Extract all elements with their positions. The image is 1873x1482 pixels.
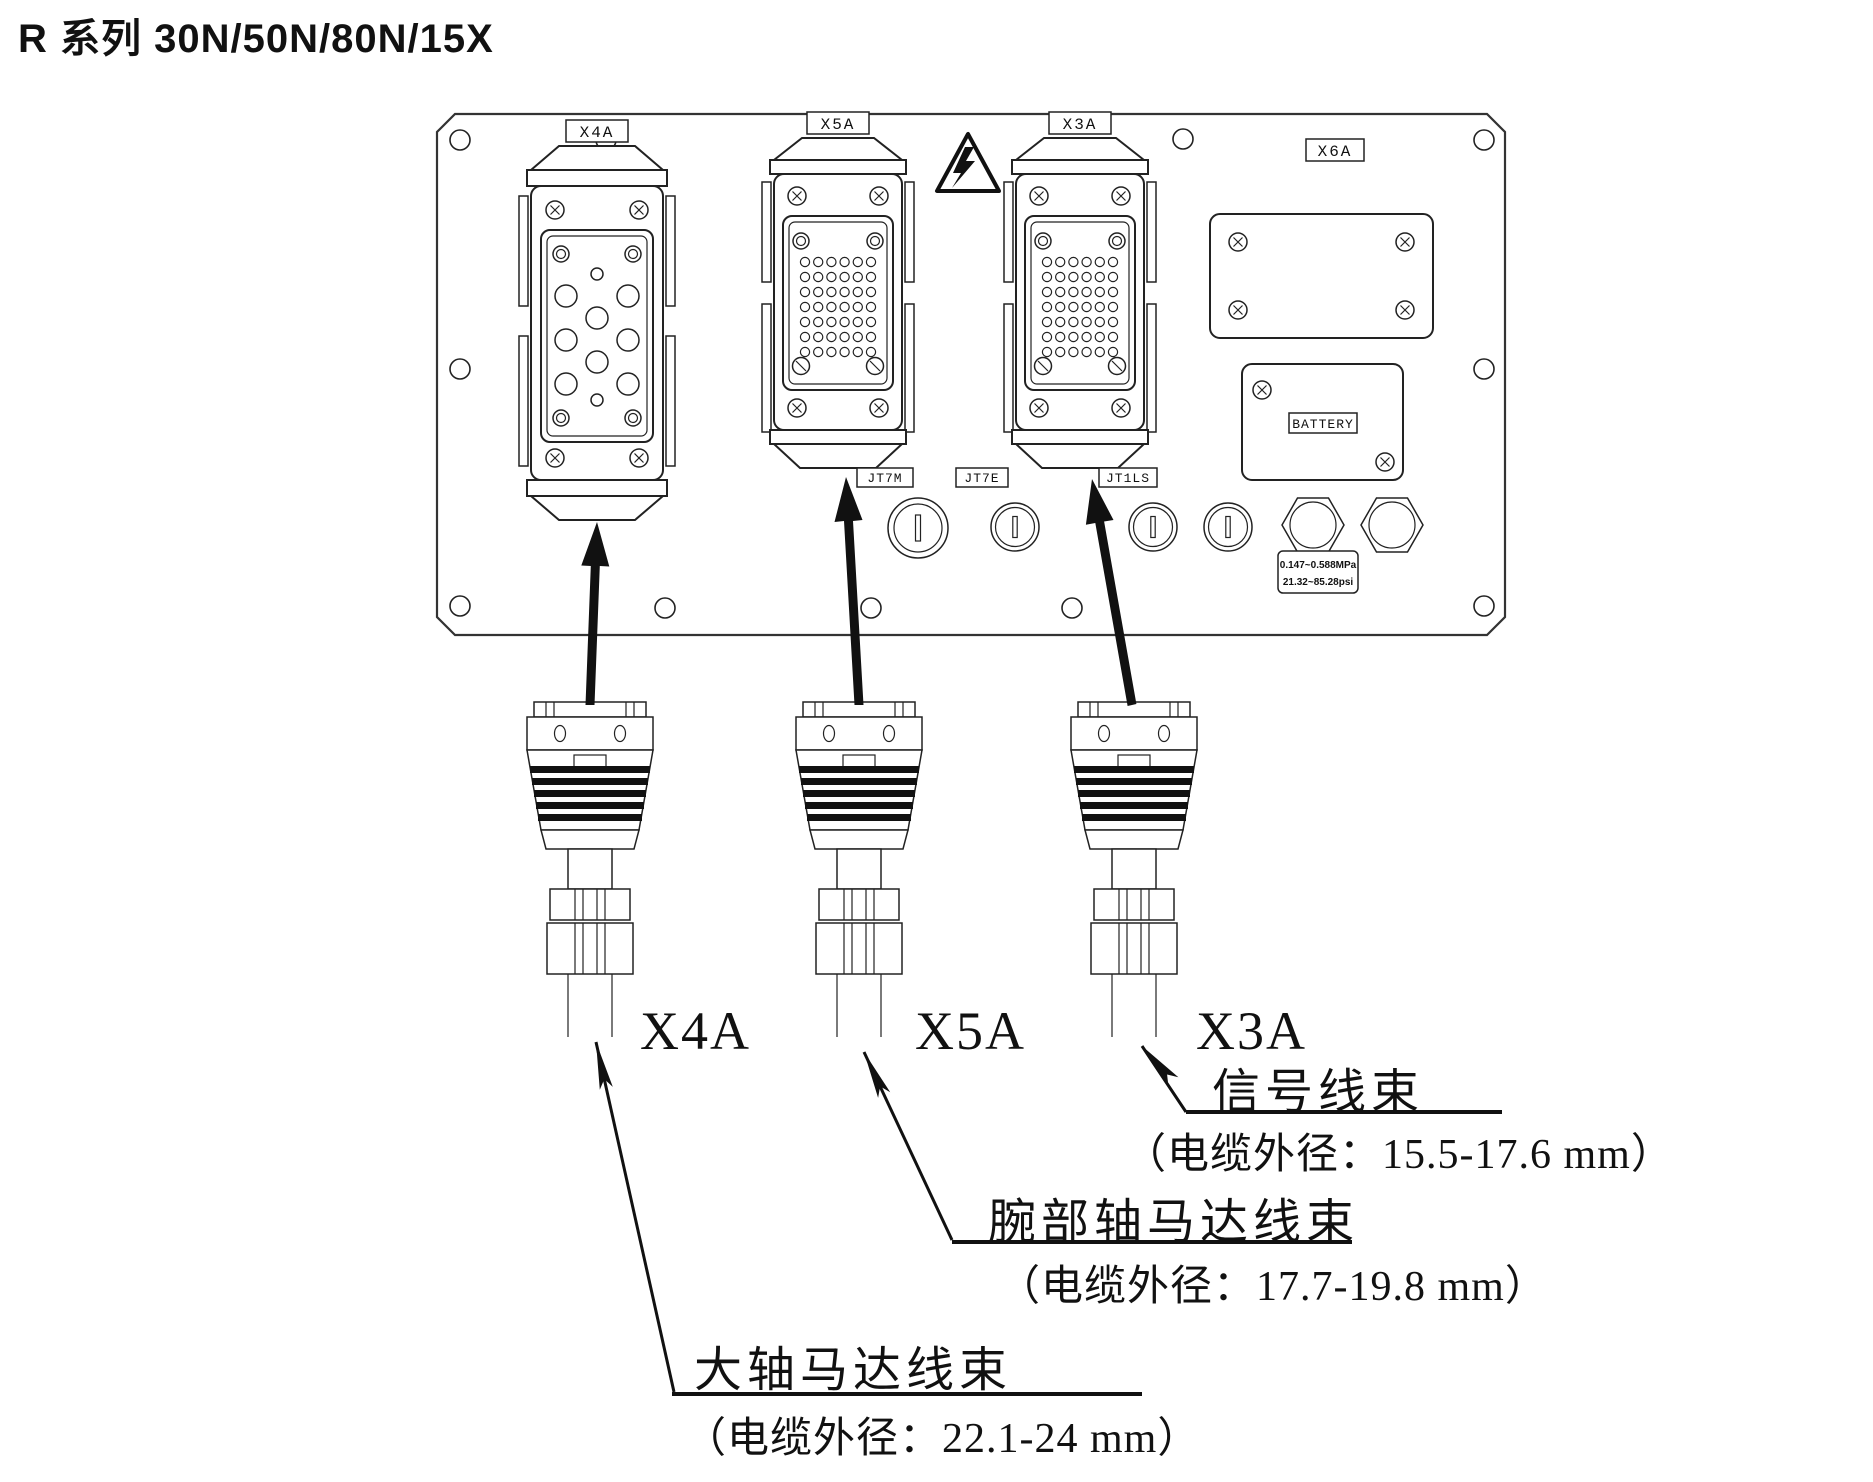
round-jack-spare (1203, 502, 1253, 552)
svg-text:JT7M: JT7M (867, 471, 902, 486)
label-jt7m: JT7M (856, 467, 914, 488)
arrow-x3a-to-panel (1085, 479, 1137, 706)
callout-signal-harness-spec: （电缆外径：15.5-17.6 mm） (1124, 1132, 1674, 1178)
svg-text:0.147~0.588MPa: 0.147~0.588MPa (1280, 560, 1357, 571)
label-x5a: X5A (806, 111, 870, 135)
label-jt7e: JT7E (955, 467, 1009, 488)
label-x6a: X6A (1305, 138, 1365, 162)
leader-major-axis-harness (594, 1041, 1142, 1396)
label-x3a: X3A (1048, 111, 1112, 135)
svg-text:BATTERY: BATTERY (1292, 417, 1354, 432)
pressure-rating-label: 0.147~0.588MPa 21.32~85.28psi (1277, 550, 1359, 594)
cable-plug-x5a (795, 701, 923, 1038)
callout-wrist-harness-spec: （电缆外径：17.7-19.8 mm） (998, 1264, 1548, 1310)
callout-major-axis-harness-spec: （电缆外径：22.1-24 mm） (684, 1416, 1201, 1462)
connector-panel: X4A X5A X3A X6A (435, 111, 1507, 637)
callout-major-axis-harness-name: 大轴马达线束 (694, 1344, 1013, 1397)
svg-text:X5A: X5A (821, 116, 856, 134)
svg-text:21.32~85.28psi: 21.32~85.28psi (1283, 577, 1354, 588)
label-x4a: X4A (565, 119, 629, 143)
arrow-x4a-to-panel (581, 522, 610, 705)
callout-signal-harness-name: 信号线束 (1212, 1066, 1425, 1119)
high-voltage-warning-icon (935, 132, 1001, 193)
label-jt1ls: JT1LS (1098, 467, 1158, 488)
battery-cover: BATTERY (1241, 363, 1404, 481)
callout-wrist-harness-name: 腕部轴马达线束 (988, 1196, 1360, 1249)
connector-x3a (1004, 138, 1156, 468)
cable-label-x4a: X4A (640, 1001, 751, 1061)
svg-text:X4A: X4A (580, 124, 615, 142)
cable-label-x3a: X3A (1196, 1001, 1307, 1061)
cable-plug-x3a (1070, 701, 1198, 1038)
svg-text:X3A: X3A (1063, 116, 1098, 134)
connector-x5a (762, 138, 914, 468)
round-jack-jt7m (887, 497, 949, 559)
arrow-x5a-to-panel (834, 477, 864, 705)
round-jack-jt1ls (1128, 502, 1178, 552)
round-jack-jt7e (990, 502, 1040, 552)
page-title: R 系列 30N/50N/80N/15X (18, 17, 494, 61)
blank-cover-plate (1209, 213, 1434, 339)
svg-text:X6A: X6A (1318, 143, 1353, 161)
cable-label-x5a: X5A (915, 1001, 1026, 1061)
svg-text:JT1LS: JT1LS (1106, 471, 1150, 486)
leader-wrist-axis-harness (862, 1051, 1352, 1244)
connector-x4a (519, 146, 675, 520)
cable-plug-x4a (526, 701, 654, 1038)
svg-text:JT7E: JT7E (964, 471, 999, 486)
leader-signal-harness (1140, 1045, 1502, 1114)
